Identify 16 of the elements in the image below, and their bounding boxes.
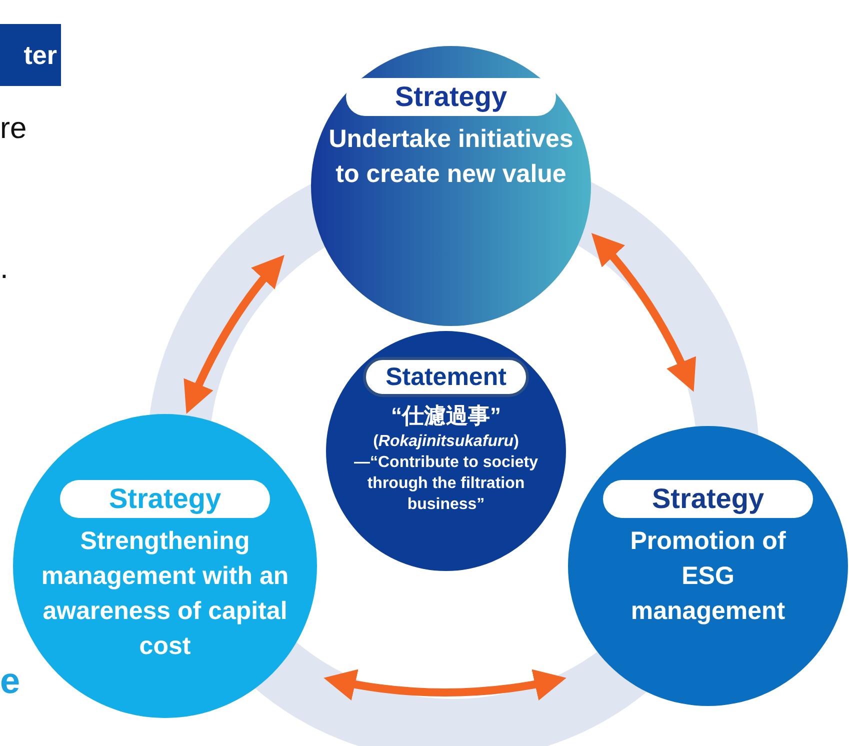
double-arrow [184, 254, 284, 414]
strategy-text: Promotion of ESG management [629, 526, 787, 627]
text-fragment: re [0, 112, 27, 146]
title-tab: ter [0, 24, 61, 86]
statement-text: (Rokajinitsukafuru) —“Contribute to society through the filtration business” [352, 432, 539, 515]
title-pill: Strategy [603, 480, 813, 518]
title-pill: Strategy [60, 480, 270, 518]
double-arrow [324, 668, 566, 700]
title-pill: Strategy [346, 78, 556, 116]
strategy-text: Undertake initiatives to create new value [328, 124, 574, 190]
text-fragment: e [0, 660, 20, 702]
title-pill: Statement [363, 357, 529, 397]
strategy-text: Strengthening management with an awareness of capital cost [40, 526, 290, 662]
text-fragment: . [0, 252, 8, 286]
statement-quote: “仕濾過事” [391, 402, 501, 430]
double-arrow [592, 232, 696, 392]
